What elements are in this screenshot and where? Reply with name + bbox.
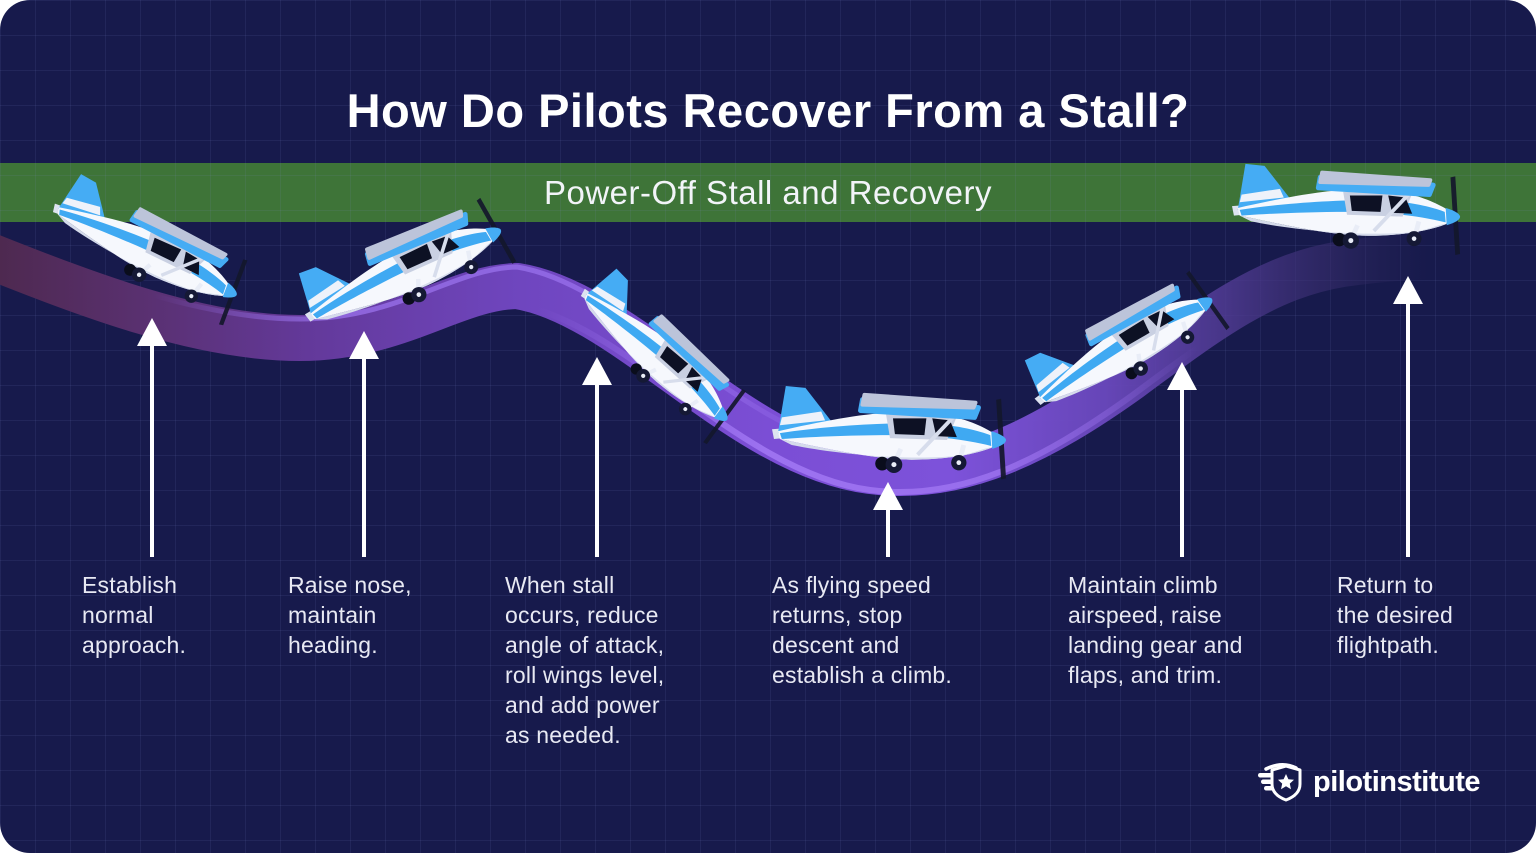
up-arrow-icon-2: [349, 331, 379, 557]
airplane-icon-step-4: [772, 384, 1008, 474]
airplane-icon-step-6: [1232, 162, 1462, 250]
up-arrow-icon-3: [582, 357, 612, 557]
brand-logo: pilotinstitute: [1256, 762, 1480, 802]
up-arrow-icon-5: [1167, 362, 1197, 557]
up-arrow-icon-1: [137, 318, 167, 557]
up-arrow-icon-4: [873, 482, 903, 557]
brand-name: pilotinstitute: [1313, 765, 1480, 798]
step-label-6: Return to the desired flightpath.: [1337, 572, 1453, 658]
up-arrow-icon-6: [1393, 276, 1423, 557]
step-label-4: As flying speed returns, stop descent an…: [772, 572, 953, 688]
step-label-2: Raise nose, maintain heading.: [288, 572, 412, 658]
step-label-5: Maintain climb airspeed, raise landing g…: [1068, 572, 1243, 688]
page-title: How Do Pilots Recover From a Stall?: [346, 84, 1190, 138]
step-label-1: Establish normal approach.: [82, 572, 187, 658]
wing-shield-logo-icon: [1258, 763, 1302, 802]
recovery-phase-label: Power-Off Stall and Recovery: [543, 174, 993, 211]
step-label-3: When stall occurs, reduce angle of attac…: [505, 572, 665, 748]
